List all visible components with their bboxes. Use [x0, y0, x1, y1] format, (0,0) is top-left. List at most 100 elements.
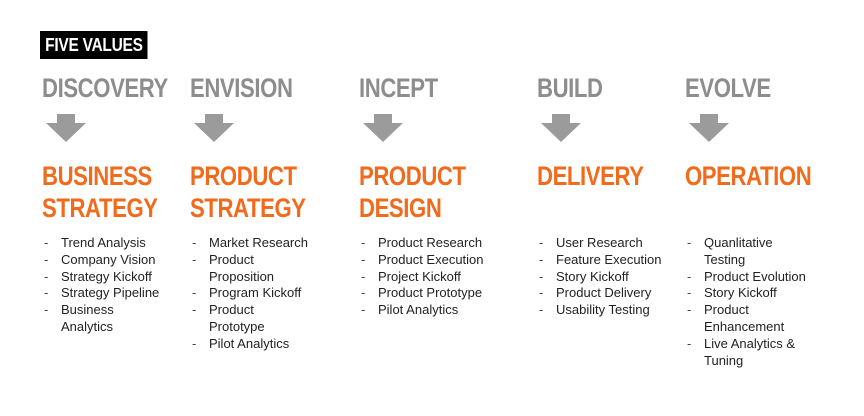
list-item-text: Usability Testing — [556, 302, 662, 319]
list-item-text: Feature Execution — [556, 252, 662, 269]
dash-bullet-icon: - — [44, 235, 49, 250]
list-item: -Pilot Analytics — [359, 302, 484, 319]
dash-bullet-icon: - — [44, 285, 49, 301]
dash-bullet-icon: - — [361, 268, 366, 284]
dash-bullet-icon: - — [44, 251, 49, 267]
down-arrow-icon — [194, 114, 234, 142]
value-title-line: PRODUCT — [190, 161, 297, 191]
list-item-line: Product Evolution — [704, 268, 806, 284]
list-item-line: Market Research — [209, 235, 308, 250]
dash-bullet-icon: - — [539, 302, 544, 318]
list-item-text: Trend Analysis — [61, 235, 159, 252]
list-item-line: User Research — [556, 235, 643, 250]
list-item-line: Analytics — [61, 318, 114, 334]
list-item-line: Trend Analysis — [61, 235, 146, 250]
list-item: -User Research — [537, 235, 662, 252]
down-arrow-icon — [46, 114, 86, 142]
list-item-text: Pilot Analytics — [209, 336, 308, 353]
value-title-line: OPERATION — [685, 161, 812, 191]
list-item-line: Usability Testing — [556, 302, 650, 318]
value-title-line: PRODUCT — [359, 161, 466, 191]
list-item: -Product Prototype — [359, 285, 484, 302]
list-item-line: Project Kickoff — [378, 268, 461, 284]
list-item: -Pilot Analytics — [190, 336, 308, 353]
dash-bullet-icon: - — [192, 335, 197, 351]
dash-bullet-icon: - — [687, 335, 692, 351]
dash-bullet-icon: - — [192, 251, 197, 267]
list-item-line: Story Kickoff — [704, 285, 777, 301]
list-item-line: Product Delivery — [556, 285, 652, 301]
list-item-text: Strategy Pipeline — [61, 285, 159, 302]
list-item: -Story Kickoff — [685, 285, 806, 302]
dash-bullet-icon: - — [44, 268, 49, 284]
down-arrow-icon — [363, 114, 403, 142]
dash-bullet-icon: - — [361, 285, 366, 301]
list-item-text: Story Kickoff — [704, 285, 806, 302]
list-item-line: Product Research — [378, 235, 483, 250]
list-item: -Feature Execution — [537, 252, 662, 269]
value-title-line: STRATEGY — [42, 193, 158, 223]
stage-label: ENVISION — [190, 73, 293, 103]
dash-bullet-icon: - — [361, 235, 366, 250]
list-item-line: Tuning — [704, 352, 744, 368]
stage-label: EVOLVE — [685, 73, 771, 103]
value-title-line: DELIVERY — [537, 161, 644, 191]
list-item-text: Product Execution — [378, 252, 484, 269]
down-arrow-icon — [689, 114, 729, 142]
list-item-line: Enhancement — [704, 318, 785, 334]
dash-bullet-icon: - — [539, 285, 544, 301]
value-title-line: DESIGN — [359, 193, 442, 223]
value-title: DELIVERY — [537, 160, 644, 192]
list-item: -Project Kickoff — [359, 269, 484, 286]
dash-bullet-icon: - — [687, 235, 692, 250]
list-item: -Product Execution — [359, 252, 484, 269]
dash-bullet-icon: - — [361, 302, 366, 318]
dash-bullet-icon: - — [687, 268, 692, 284]
list-item-line: Testing — [704, 251, 746, 267]
list-item: -Product Research — [359, 235, 484, 252]
list-item-line: Product — [209, 251, 254, 267]
list-item: -Company Vision — [42, 252, 159, 269]
list-item: -Strategy Kickoff — [42, 269, 159, 286]
dash-bullet-icon: - — [687, 302, 692, 318]
list-item-line: Live Analytics & — [704, 335, 796, 351]
list-item-line: Product — [209, 302, 254, 318]
activity-list: -Trend Analysis-Company Vision-Strategy … — [42, 235, 159, 336]
list-item-line: Pilot Analytics — [378, 302, 459, 318]
list-item-text: Company Vision — [61, 252, 159, 269]
dash-bullet-icon: - — [192, 302, 197, 318]
list-item-line: Quanlitative — [704, 235, 773, 250]
dash-bullet-icon: - — [687, 285, 692, 301]
list-item-text: Product Prototype — [378, 285, 484, 302]
dash-bullet-icon: - — [539, 251, 544, 267]
list-item-text: Live Analytics &Tuning — [704, 336, 806, 370]
list-item: -Market Research — [190, 235, 308, 252]
list-item-line: Product Execution — [378, 251, 484, 267]
list-item-text: Strategy Kickoff — [61, 269, 159, 286]
list-item: -Strategy Pipeline — [42, 285, 159, 302]
list-item-line: Strategy Kickoff — [61, 268, 152, 284]
list-item-line: Proposition — [209, 268, 275, 284]
list-item: -Product Evolution — [685, 269, 806, 286]
list-item: -Product Delivery — [537, 285, 662, 302]
list-item-text: Program Kickoff — [209, 285, 308, 302]
list-item-text: Pilot Analytics — [378, 302, 484, 319]
